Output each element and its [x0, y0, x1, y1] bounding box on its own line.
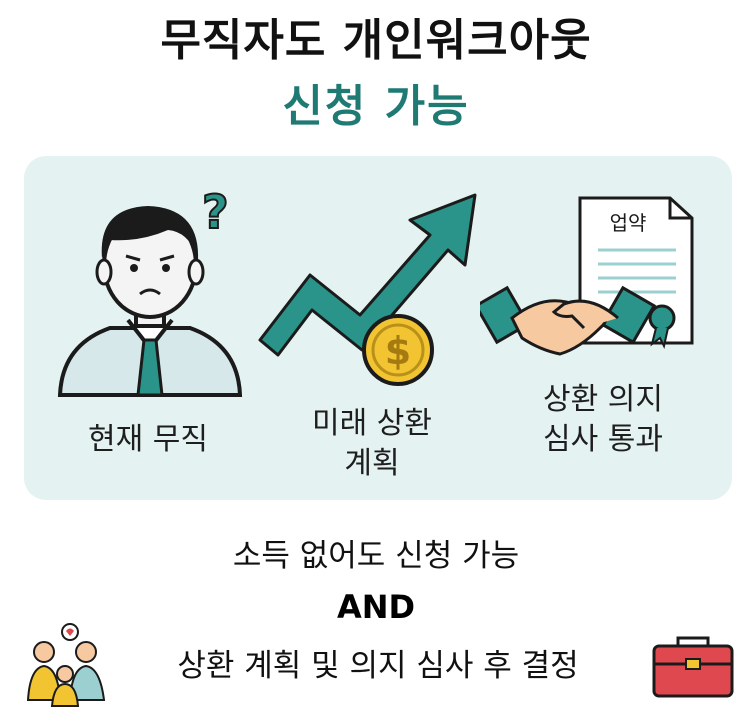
- question-mark-icon: ?: [202, 185, 229, 239]
- confused-person-icon: ?: [57, 184, 243, 397]
- dollar-icon: $: [385, 329, 411, 373]
- toolbox-icon: [652, 636, 734, 698]
- step1-label-line1: 현재 무직: [88, 422, 208, 457]
- footer-and: AND: [336, 588, 416, 626]
- step3-label-line2: 심사 통과: [543, 422, 663, 457]
- page-subtitle: 신청 가능: [282, 81, 470, 132]
- step2-label-line1: 미래 상환: [312, 406, 432, 441]
- contract-title: 업약: [610, 211, 647, 235]
- step-label-future-plan: 미래 상환 계획: [262, 404, 482, 484]
- handshake-contract-icon: 업약: [480, 196, 694, 356]
- page-title: 무직자도 개인워크아웃: [160, 15, 592, 66]
- step3-label-line1: 상환 의지: [543, 382, 663, 417]
- footer-line1: 소득 없어도 신청 가능: [232, 538, 520, 574]
- footer-line3: 상환 계획 및 의지 심사 후 결정: [177, 648, 579, 684]
- step-label-current-unemployed: 현재 무직: [48, 420, 248, 460]
- step2-label-line2: 계획: [344, 446, 400, 481]
- rising-arrow-coin-icon: $: [258, 193, 477, 386]
- step-label-review-pass: 상환 의지 심사 통과: [478, 380, 728, 460]
- family-icon: [26, 623, 106, 707]
